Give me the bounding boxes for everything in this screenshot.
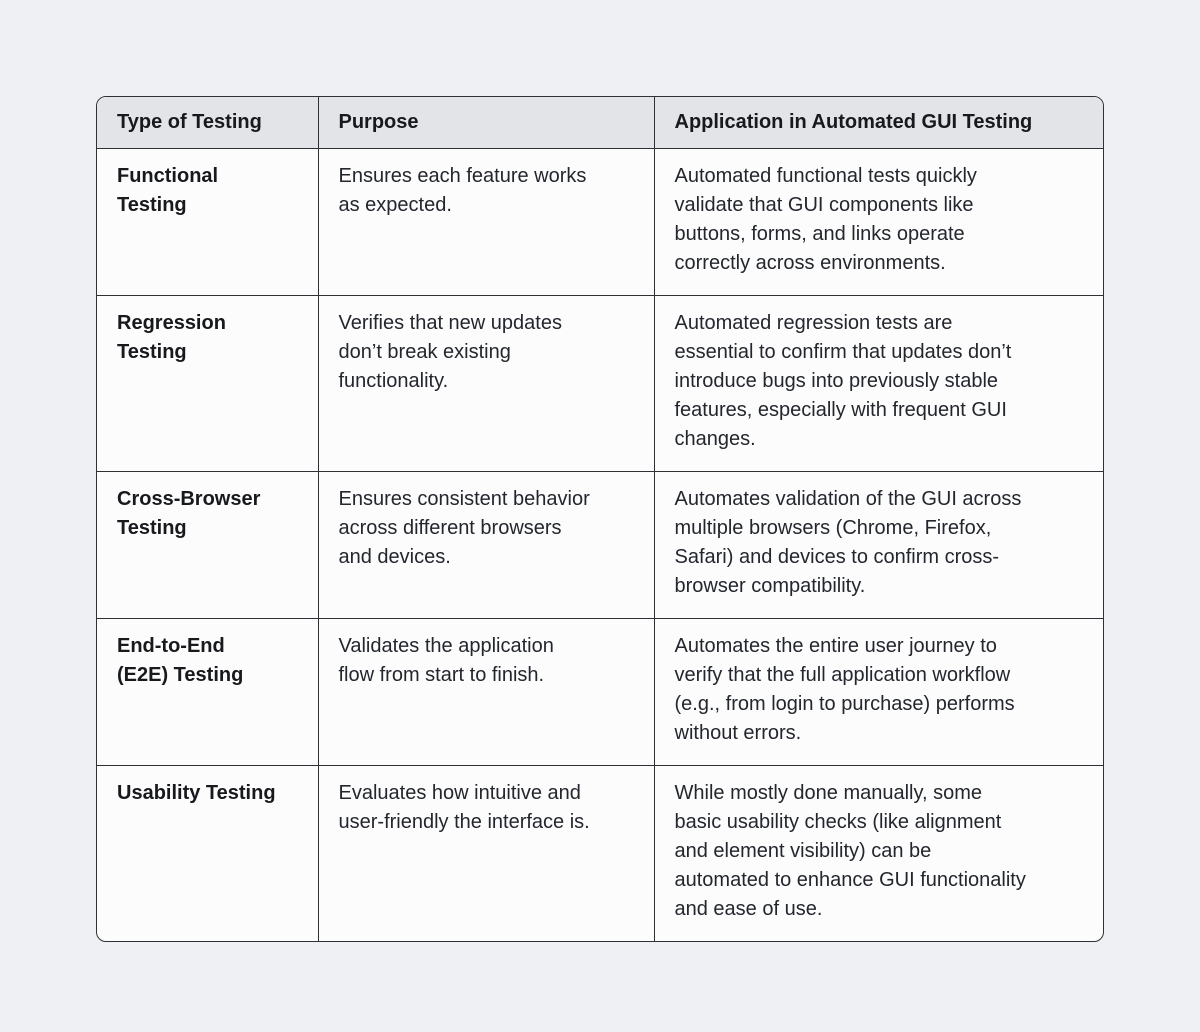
testing-types-table: Type of Testing Purpose Application in A… — [97, 97, 1103, 941]
cell-type-of-testing: Regression Testing — [97, 295, 319, 472]
column-header-purpose: Purpose — [318, 97, 655, 149]
cell-application: Automated regression tests are essential… — [654, 295, 1103, 472]
cell-purpose: Evaluates how intuitive and user-friendl… — [318, 765, 655, 941]
cell-application: Automates the entire user journey to ver… — [654, 618, 1103, 766]
table-header: Type of Testing Purpose Application in A… — [97, 97, 1103, 149]
cell-application: While mostly done manually, some basic u… — [654, 765, 1103, 941]
column-header-type-of-testing: Type of Testing — [97, 97, 319, 149]
cell-purpose: Ensures consistent behavior across diffe… — [318, 471, 655, 619]
testing-table-card: Type of Testing Purpose Application in A… — [96, 96, 1104, 942]
cell-application: Automated functional tests quickly valid… — [654, 148, 1103, 296]
column-header-application: Application in Automated GUI Testing — [654, 97, 1103, 149]
cell-type-of-testing: Functional Testing — [97, 148, 319, 296]
cell-purpose: Verifies that new updates don’t break ex… — [318, 295, 655, 472]
cell-type-of-testing: End-to-End (E2E) Testing — [97, 618, 319, 766]
table-header-row: Type of Testing Purpose Application in A… — [97, 97, 1103, 149]
cell-type-of-testing: Usability Testing — [97, 765, 319, 941]
cell-type-of-testing: Cross-Browser Testing — [97, 471, 319, 619]
cell-purpose: Ensures each feature works as expected. — [318, 148, 655, 296]
cell-application: Automates validation of the GUI across m… — [654, 471, 1103, 619]
cell-purpose: Validates the application flow from star… — [318, 618, 655, 766]
